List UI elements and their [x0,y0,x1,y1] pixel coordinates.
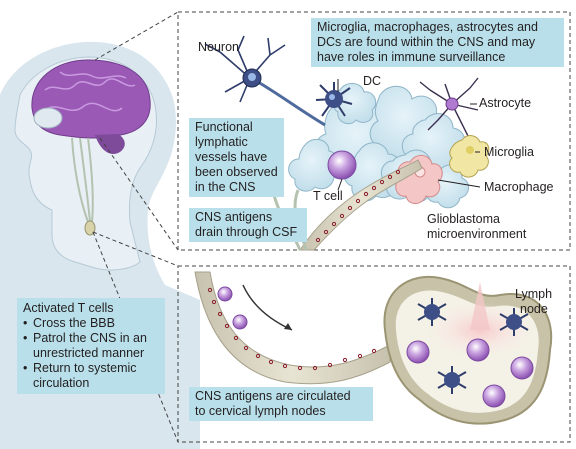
cervical-lymph-node-small [84,220,96,236]
box-lymphatic-line-1: Functional [195,120,253,134]
label-lymph-1: Lymph [515,287,553,301]
t-cell-vessel-2 [232,314,248,330]
box-lymphatic-line-4: been observed [195,165,278,179]
panel-bottom-frame [177,265,571,443]
tcells-item-1: Cross the BBB [23,316,159,331]
cns-drainage-paths [71,137,94,223]
box-activated-t-cells: Activated T cells Cross the BBB Patrol t… [17,298,165,394]
tcells-list: Cross the BBB Patrol the CNS in anunrest… [23,316,159,391]
box-csf-drainage: CNS antigens drain through CSF [189,208,307,242]
cns-lymphatic-vessel [299,159,423,251]
microglia-nucleus [466,146,474,154]
lymph-node-dcs [417,298,529,394]
box-cervical-lymph: CNS antigens are circulated to cervical … [189,387,373,421]
label-macrophage: Macrophage [484,180,554,194]
box-csf-line-1: CNS antigens [195,210,273,224]
label-pointers [337,79,481,191]
microglia-cell [449,135,490,178]
box-lymphatic-line-3: vessels have [195,150,268,164]
label-microglia: Microglia [484,145,535,159]
panel-top-frame [177,11,571,251]
neuron-cell [204,35,326,127]
label-glioblastoma-1: Glioblastoma [427,212,500,226]
box-immune-surveillance: Microglia, macrophages, astrocytes and D… [311,18,564,67]
box-immune-line-3: have roles in immune surveillance [317,50,506,64]
astrocyte-cell [419,77,479,137]
brain [31,59,151,155]
lymph-vessel-bottom [194,271,391,385]
neuron-nucleus [248,73,256,81]
box-lymphatic-line-2: lymphatic [195,135,248,149]
flow-arrow-head [284,323,292,330]
label-lymph-2: node [520,302,548,316]
box-csf-line-2: drain through CSF [195,225,298,239]
label-dc: DC [363,74,382,88]
antigen-dots-cns [315,169,401,243]
box-lymphatic-vessels: Functional lymphatic vessels have been o… [189,118,284,197]
box-cervical-line-2: to cervical lymph nodes [195,404,326,418]
box-immune-line-2: DCs are found within the CNS and may [317,35,536,49]
box-lymphatic-line-5: in the CNS [195,180,256,194]
box-cervical-line-1: CNS antigens are circulated [195,389,351,403]
t-cell-vessel-1 [217,286,233,302]
lymph-node-tcells [406,338,534,408]
flow-arrow [242,284,293,331]
antigen-dots-vessel [207,287,377,371]
astrocyte-body [445,97,459,111]
box-tcells-title: Activated T cells [23,301,114,315]
dc-cell [315,82,353,117]
label-t-cell: T cell [313,189,343,203]
label-glioblastoma-2: microenvironment [427,227,527,241]
label-astrocyte: Astrocyte [479,96,532,110]
t-cell-cns [327,150,357,180]
box-immune-line-1: Microglia, macrophages, astrocytes and [317,20,538,34]
label-neuron: Neuron [198,40,239,54]
